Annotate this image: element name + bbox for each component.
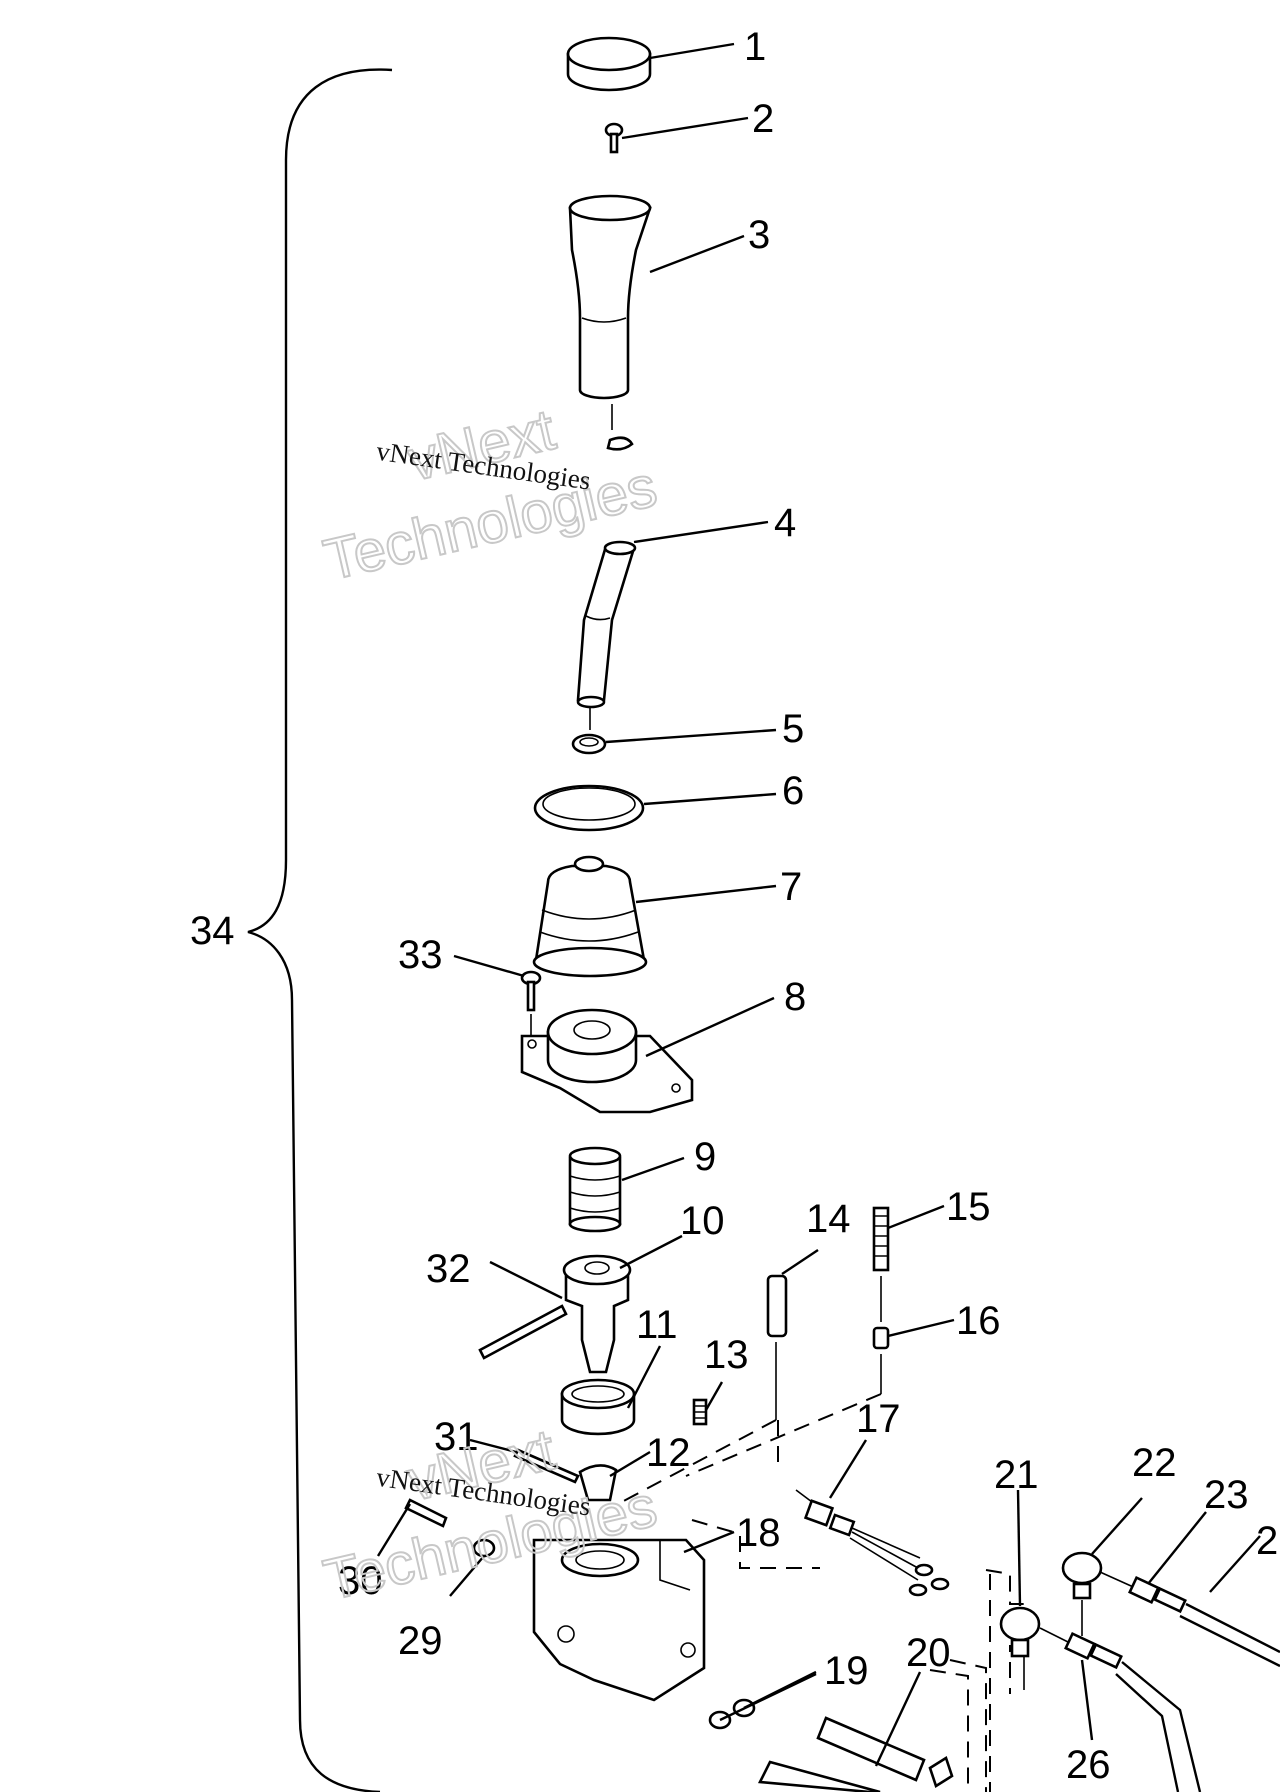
callout-numbers: 1 2 3 4 5 6 7 8 9 10 11 12 13 14 15 16 1… [190, 25, 1278, 1787]
callout-2: 2 [752, 97, 774, 141]
callout-3: 3 [748, 213, 770, 257]
callout-20: 20 [906, 1631, 951, 1675]
part-2-screw [604, 122, 624, 154]
callout-16: 16 [956, 1299, 1001, 1343]
callout-9: 9 [694, 1135, 716, 1179]
part-18-base [532, 1538, 706, 1702]
callout-34: 34 [190, 909, 235, 953]
part-9-spring [568, 1146, 622, 1233]
part-15-spring [872, 1206, 890, 1322]
part-22-balljoint [1061, 1551, 1103, 1636]
callout-26: 26 [1066, 1743, 1111, 1787]
part-1-cap [566, 36, 652, 92]
callout-31: 31 [434, 1415, 479, 1459]
part-17-switch [795, 1489, 950, 1597]
part-33-bolt [520, 970, 542, 1036]
callout-1: 1 [744, 25, 766, 69]
callout-13: 13 [704, 1333, 749, 1377]
callout-18: 18 [736, 1511, 781, 1555]
callout-17: 17 [856, 1397, 901, 1441]
part-23-cable [1099, 1571, 1280, 1668]
part-11-collar [560, 1378, 636, 1436]
part-4-lever [576, 540, 637, 730]
callout-22: 22 [1132, 1441, 1177, 1485]
part-21-balljoint [999, 1606, 1041, 1690]
part-30-screw [404, 1498, 448, 1528]
callout-23: 23 [1204, 1473, 1249, 1517]
part-3-knob [568, 194, 652, 451]
callout-7: 7 [780, 865, 802, 909]
part-16-plunger [872, 1326, 890, 1394]
part-5-ring [571, 733, 607, 755]
callout-6: 6 [782, 769, 804, 813]
callout-4: 4 [774, 501, 796, 545]
callout-11: 11 [636, 1303, 678, 1347]
part-8-housing [520, 1008, 694, 1114]
part-12-detent [578, 1464, 618, 1502]
part-20-rods [757, 1716, 954, 1792]
part-10-pivot [562, 1254, 632, 1374]
part-32-pin [478, 1304, 568, 1360]
part-14-dowel [766, 1274, 788, 1420]
callout-10: 10 [680, 1199, 725, 1243]
callout-21: 21 [994, 1453, 1039, 1497]
callout-14: 14 [806, 1197, 851, 1241]
part-13-setscrew [692, 1398, 708, 1426]
callout-15: 15 [946, 1185, 991, 1229]
callout-12: 12 [646, 1431, 691, 1475]
callout-32: 32 [426, 1247, 471, 1291]
callout-29: 29 [398, 1619, 443, 1663]
part-6-ring [533, 784, 645, 832]
leader-lines [376, 42, 1261, 1767]
callout-8: 8 [784, 975, 806, 1019]
callout-24-partial: 2 [1256, 1519, 1278, 1563]
callout-19: 19 [824, 1649, 869, 1693]
part-7-boot [532, 855, 648, 978]
callout-5: 5 [782, 707, 804, 751]
callout-33: 33 [398, 933, 443, 977]
callout-30: 30 [338, 1559, 383, 1603]
assembly-guides [617, 1393, 1032, 1792]
part-26-cable [1039, 1627, 1202, 1792]
part-31-pin [513, 1448, 580, 1484]
assembly-brace [247, 68, 393, 1792]
